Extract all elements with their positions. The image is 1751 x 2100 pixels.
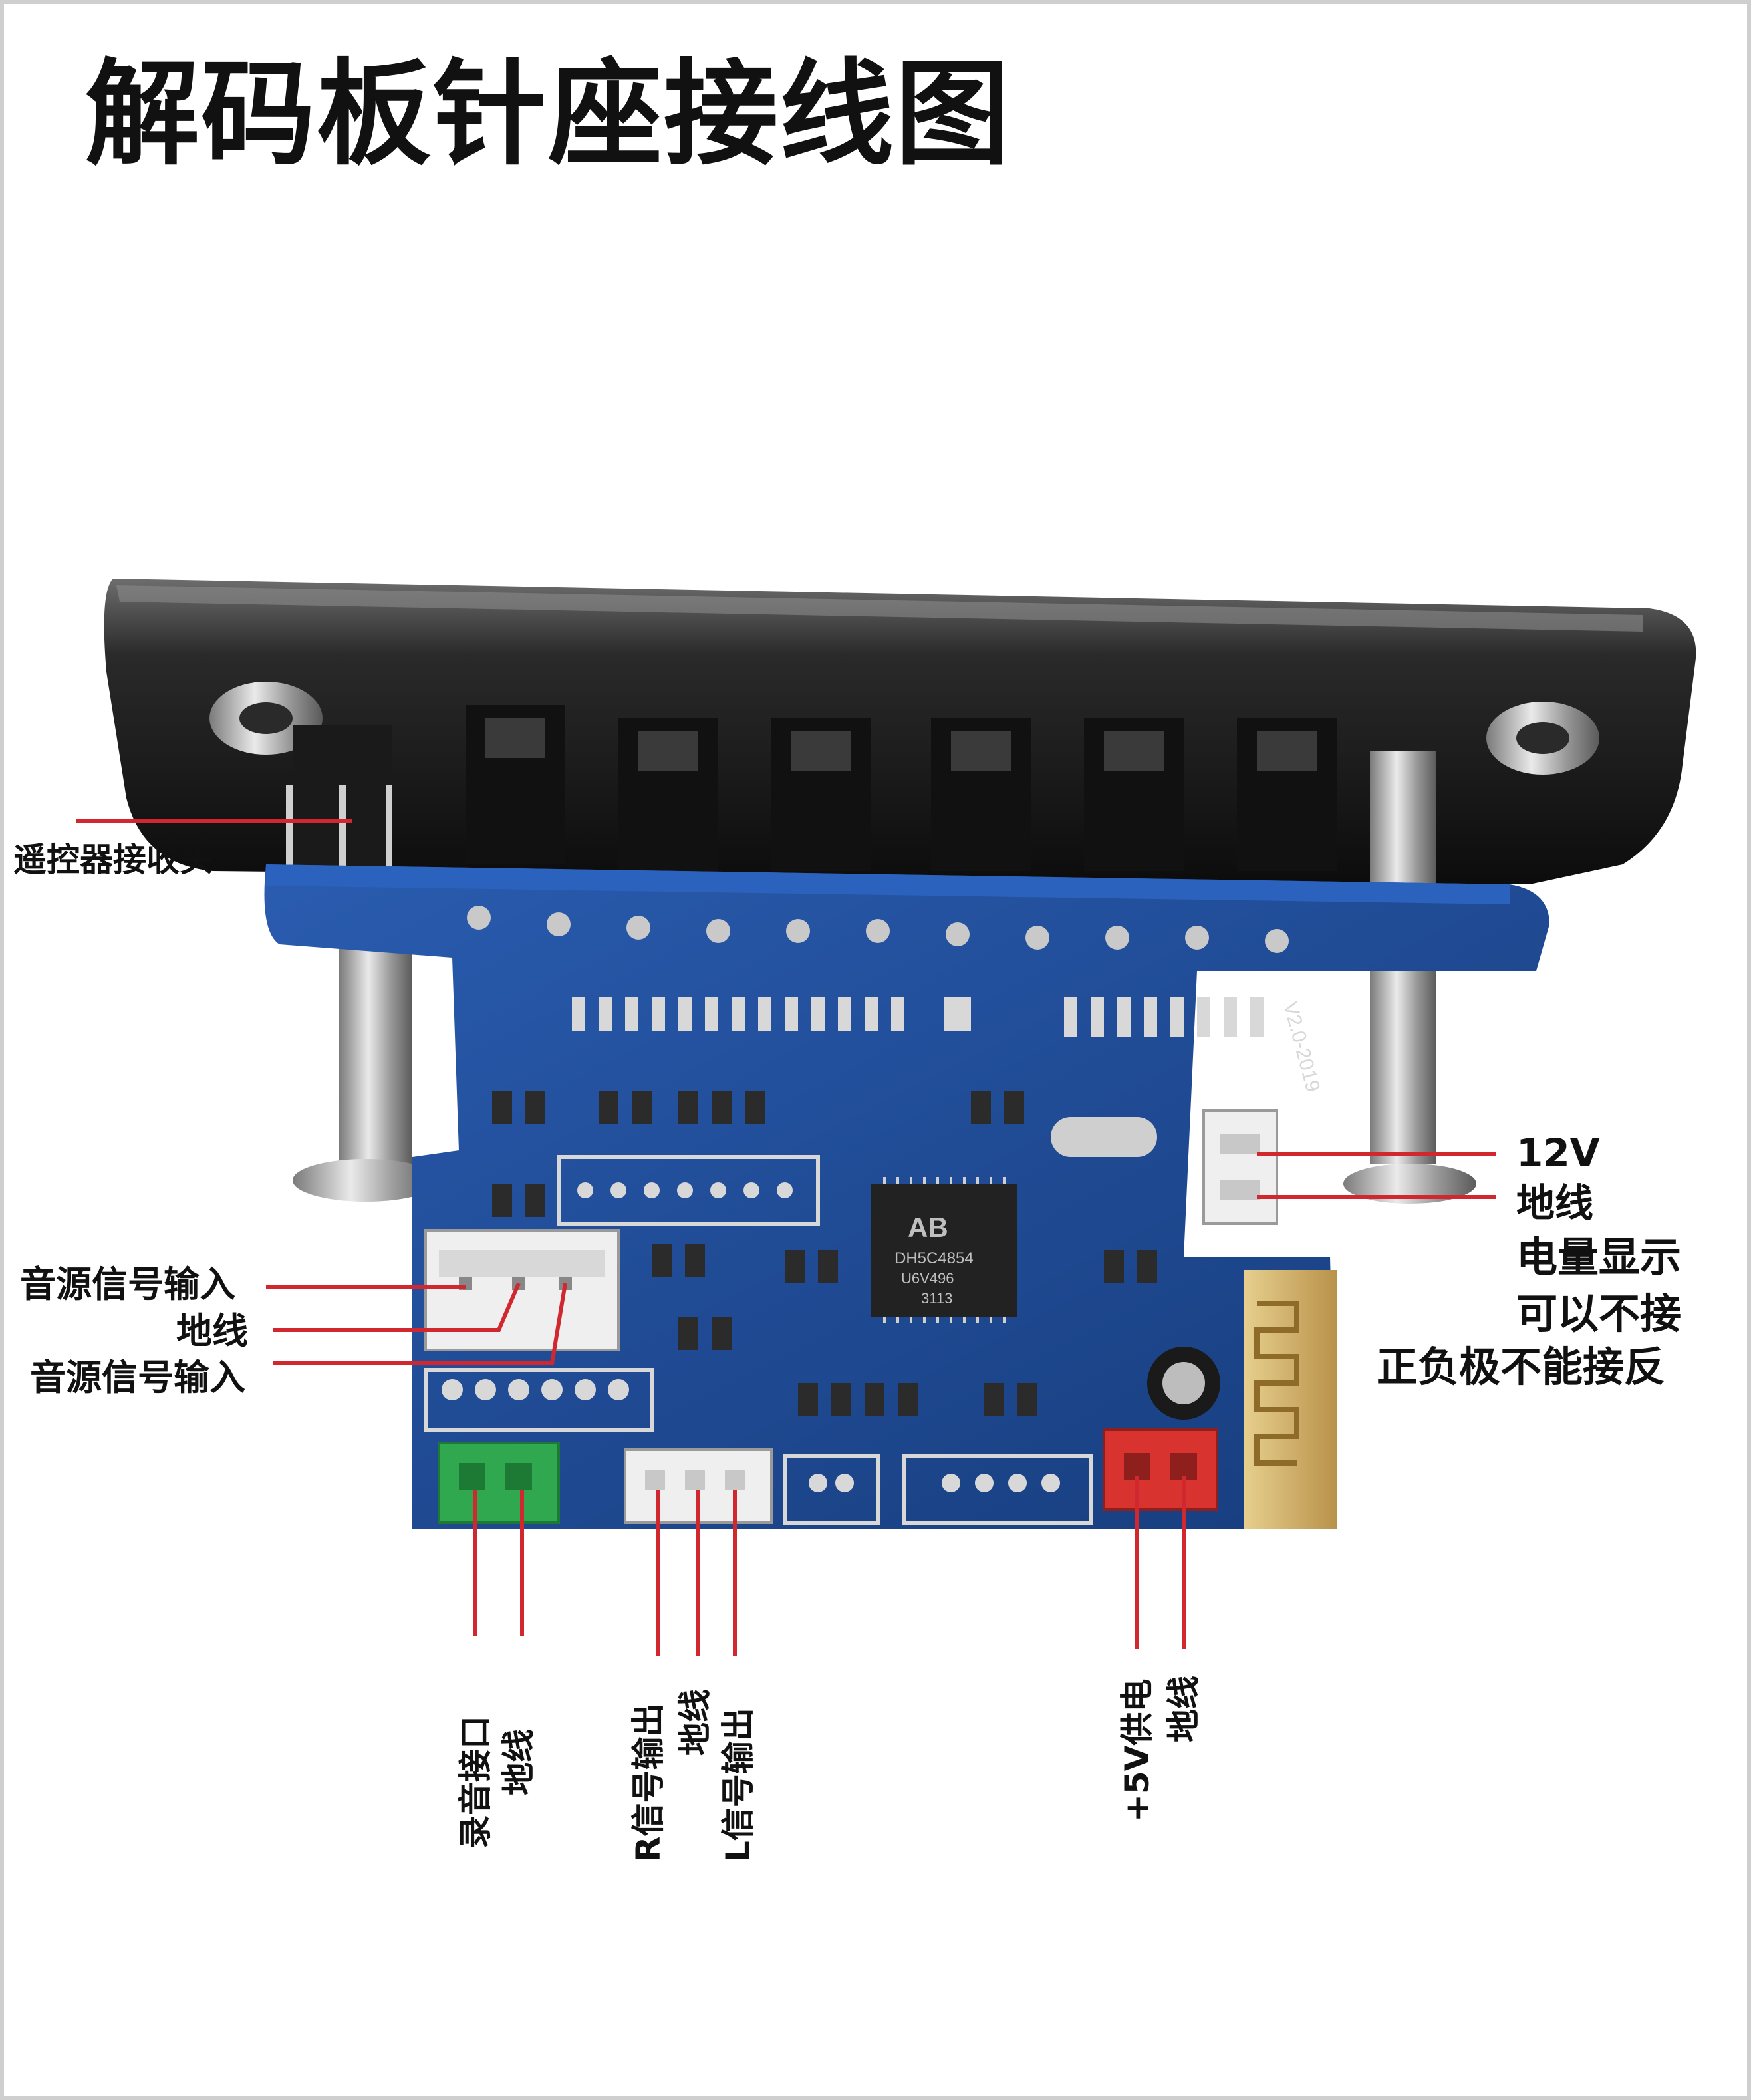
leader-lines <box>76 819 1496 1656</box>
page-title: 解码板针座接线图 <box>85 47 1011 181</box>
chip-logo: AB <box>908 1212 948 1243</box>
label-5v: +5V供电 <box>1118 1678 1156 1822</box>
silk-version: V2.0-2019 <box>1279 999 1324 1094</box>
label-record-port: 录音接口 <box>456 1716 495 1849</box>
label-l-out: L信号输出 <box>719 1708 757 1862</box>
chip-line2: U6V496 <box>901 1270 954 1287</box>
chip-code: DH5C4854 <box>894 1249 974 1267</box>
label-ground-mid: 地线 <box>176 1310 248 1352</box>
label-ground-12v: 地线 <box>1516 1180 1594 1226</box>
label-battery-note-1: 电量显示 <box>1516 1233 1682 1281</box>
label-ground-5v: 地线 <box>1164 1676 1203 1742</box>
label-source-in-bottom: 音源信号输入 <box>30 1357 245 1398</box>
label-source-in-top: 音源信号输入 <box>20 1263 235 1305</box>
label-r-out: R信号输出 <box>629 1703 668 1862</box>
connector-12v <box>1202 1109 1278 1225</box>
chip-line3: 3113 <box>921 1290 952 1307</box>
label-battery-note-3: 正负极不能接反 <box>1377 1343 1666 1391</box>
tact-buttons <box>466 705 1337 871</box>
label-remote-receiver: 遥控器接收头 <box>13 841 213 879</box>
connector-5v <box>1103 1428 1218 1511</box>
ir-receiver <box>286 725 392 884</box>
label-record-ground: 地线 <box>499 1729 538 1795</box>
label-out-ground: 地线 <box>676 1689 714 1756</box>
label-battery-note-2: 可以不接 <box>1516 1289 1682 1338</box>
label-12v: 12V <box>1516 1130 1600 1176</box>
connector-record <box>438 1442 560 1524</box>
